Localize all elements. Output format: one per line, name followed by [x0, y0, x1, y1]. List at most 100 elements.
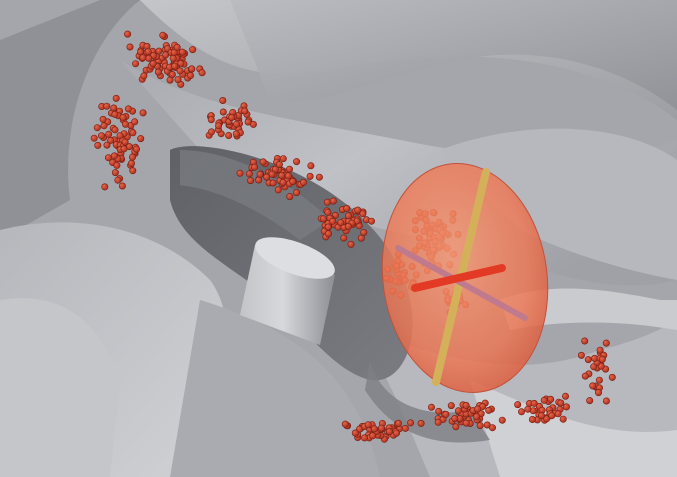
particle	[139, 109, 147, 117]
particle	[94, 141, 102, 149]
particle	[256, 170, 264, 178]
particle	[99, 115, 107, 123]
left-blade	[0, 0, 140, 240]
particle	[124, 30, 132, 38]
particle	[293, 158, 301, 166]
particle	[608, 373, 616, 381]
particle	[554, 410, 562, 418]
particle	[344, 222, 352, 230]
particle	[137, 135, 145, 143]
particle	[111, 110, 119, 118]
particle	[329, 197, 337, 205]
particle	[177, 59, 185, 67]
particle	[451, 414, 459, 422]
particle	[351, 429, 359, 437]
particle	[103, 141, 111, 149]
inertia-ellipsoid	[381, 163, 549, 393]
particle	[540, 396, 548, 404]
particle	[602, 339, 610, 347]
particle	[173, 43, 181, 51]
particle	[112, 94, 120, 102]
particle	[561, 392, 569, 400]
particle	[364, 421, 372, 429]
particle	[524, 405, 532, 413]
particle	[517, 408, 525, 416]
particle	[114, 176, 122, 184]
particle	[289, 178, 297, 186]
particle	[269, 179, 277, 187]
particle	[323, 198, 331, 206]
particle	[476, 422, 484, 430]
particle	[315, 173, 323, 181]
particle	[178, 48, 186, 56]
particle	[427, 403, 435, 411]
particle	[119, 113, 127, 121]
particle	[219, 97, 227, 105]
particle	[530, 399, 538, 407]
particle	[385, 428, 393, 436]
particle	[251, 163, 259, 171]
particle	[454, 407, 462, 415]
particle	[188, 65, 196, 73]
particle	[271, 165, 279, 173]
particle	[113, 161, 121, 169]
particle	[299, 178, 307, 186]
particle	[219, 108, 227, 116]
minor-axis	[411, 264, 506, 292]
particle	[171, 62, 179, 70]
particle	[586, 397, 594, 405]
particle	[392, 429, 400, 437]
particle	[126, 43, 134, 51]
particle	[169, 54, 177, 62]
particle	[417, 419, 425, 427]
particle	[279, 155, 287, 163]
particle	[548, 412, 556, 420]
particle	[589, 382, 597, 390]
particle	[307, 162, 315, 170]
particle	[111, 126, 119, 134]
particle	[100, 122, 108, 130]
particle	[155, 47, 163, 55]
particle	[128, 159, 136, 167]
particle	[120, 145, 128, 153]
middle-axis	[395, 245, 528, 321]
particle	[93, 124, 101, 132]
particle	[462, 401, 470, 409]
lower-blade	[170, 300, 380, 477]
particle	[129, 167, 137, 175]
particle	[306, 172, 314, 180]
lower-left-fold	[0, 298, 120, 477]
particle	[347, 240, 355, 248]
particle	[90, 134, 98, 142]
particle	[602, 397, 610, 405]
particle	[537, 412, 545, 420]
particle	[293, 189, 301, 197]
particle	[168, 71, 176, 79]
particle	[132, 60, 140, 68]
particle	[189, 46, 197, 54]
particle	[528, 415, 536, 423]
particle	[434, 418, 442, 426]
particle	[129, 153, 137, 161]
particle	[367, 217, 375, 225]
particle	[341, 420, 349, 428]
particle	[324, 230, 332, 238]
particle	[324, 223, 332, 231]
particle	[543, 415, 551, 423]
particle	[263, 173, 271, 181]
particle	[107, 136, 115, 144]
particle	[369, 432, 377, 440]
particle	[359, 210, 367, 218]
particle	[103, 102, 111, 110]
particle	[435, 407, 443, 415]
particle	[228, 114, 236, 122]
particle	[225, 132, 233, 140]
particle	[394, 419, 402, 427]
particle	[116, 132, 124, 140]
particle	[124, 105, 132, 113]
particle	[98, 132, 106, 140]
particle	[118, 182, 126, 190]
particle	[154, 68, 162, 76]
particle	[110, 152, 118, 160]
